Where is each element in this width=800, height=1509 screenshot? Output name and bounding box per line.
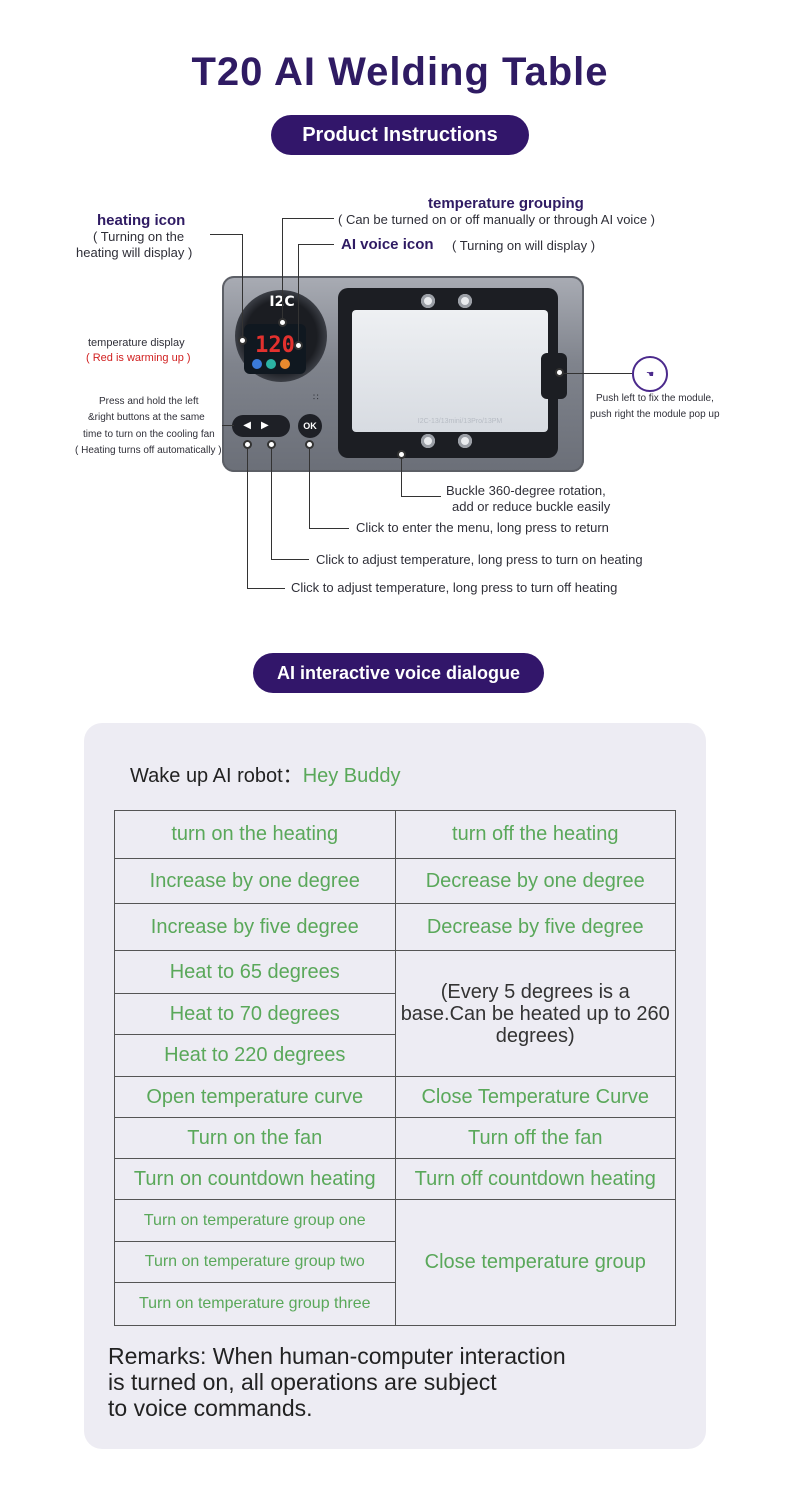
table-row: Heat to 65 degrees (Every 5 degrees is a… [114, 950, 676, 1077]
heating-icon-desc: ( Turning on the [93, 229, 185, 244]
command-cell: Turn on temperature group one [114, 1199, 396, 1242]
fan-instructions: Press and hold the left [99, 396, 199, 407]
buckle-instructions: Buckle 360-degree rotation, [446, 483, 606, 498]
fan-indicator-icon [266, 359, 276, 369]
temperature-readout: 120 [255, 333, 295, 358]
voice-command-table: turn on the heating turn off the heating… [114, 810, 676, 1326]
section-badge-instructions: Product Instructions [271, 115, 529, 155]
wake-keyword: Hey Buddy [302, 765, 401, 787]
push-finger-icon: ☚ [632, 356, 668, 392]
remarks-text: Remarks: When human-computer interaction… [108, 1343, 566, 1421]
temperature-grouping-title: temperature grouping [428, 195, 584, 212]
command-cell: Turn off the fan [394, 1117, 676, 1159]
table-row: Turn on temperature group one Close temp… [114, 1199, 676, 1326]
command-cell: Increase by five degree [114, 903, 396, 951]
table-row: Turn on temperature group two [114, 1241, 676, 1283]
table-row: Turn on the fan Turn off the fan [114, 1117, 676, 1159]
table-row: Increase by one degree Decrease by one d… [114, 858, 676, 904]
command-cell: Open temperature curve [114, 1076, 396, 1118]
temperature-grouping-desc: ( Can be turned on or off manually or th… [338, 212, 655, 227]
command-cell: Increase by one degree [114, 858, 396, 904]
command-cell: Decrease by five degree [394, 903, 676, 951]
fan-instructions: ( Heating turns off automatically ) [75, 445, 222, 456]
command-cell: Turn off countdown heating [394, 1158, 676, 1200]
push-instructions: push right the module pop up [590, 409, 720, 420]
module-plate [352, 310, 548, 432]
voice-icon-desc: ( Turning on will display ) [452, 238, 596, 253]
table-row: Increase by five degree Decrease by five… [114, 903, 676, 951]
buckle-icon[interactable] [421, 434, 435, 448]
module-slider[interactable] [541, 353, 567, 399]
table-row: turn on the heating turn off the heating [114, 810, 676, 859]
command-cell: Decrease by one degree [394, 858, 676, 904]
left-button-instructions: Click to adjust temperature, long press … [291, 580, 618, 595]
ok-button[interactable]: OK [298, 414, 322, 438]
menu-instructions: Click to enter the menu, long press to r… [356, 520, 609, 535]
table-row: Turn on temperature group three [114, 1282, 676, 1326]
fan-instructions: &right buttons at the same [88, 412, 205, 423]
speaker-icon: ∷ [313, 392, 319, 402]
command-cell: Turn on the fan [114, 1117, 396, 1159]
table-row: Turn on countdown heating Turn off count… [114, 1158, 676, 1200]
voice-icon-title: AI voice icon [341, 236, 434, 253]
temperature-display-title: temperature display [88, 337, 185, 349]
wake-label: Wake up AI robot： [130, 765, 303, 787]
buckle-icon[interactable] [458, 434, 472, 448]
table-row: Heat to 70 degrees [114, 993, 676, 1035]
command-cell: Close Temperature Curve [394, 1076, 676, 1118]
command-cell: Heat to 70 degrees [114, 993, 396, 1035]
command-note: (Every 5 degrees is a base.Can be heated… [394, 950, 676, 1077]
push-instructions: Push left to fix the module, [596, 393, 714, 404]
command-cell: Turn on temperature group two [114, 1241, 396, 1283]
wake-phrase: Wake up AI robot：Hey Buddy [130, 759, 401, 788]
command-cell: Heat to 220 degrees [114, 1034, 396, 1077]
command-cell: Heat to 65 degrees [114, 950, 396, 994]
buckle-instructions: add or reduce buckle easily [452, 499, 611, 514]
section-badge-voice: AI interactive voice dialogue [253, 653, 544, 693]
left-right-buttons[interactable]: ◀▶ [232, 415, 290, 437]
command-cell: Close temperature group [394, 1199, 676, 1326]
right-button-instructions: Click to adjust temperature, long press … [316, 552, 643, 567]
heating-icon-title: heating icon [97, 212, 186, 229]
fan-instructions: time to turn on the cooling fan [83, 429, 215, 440]
buckle-icon[interactable] [421, 294, 435, 308]
voice-indicator-icon [252, 359, 262, 369]
brand-logo: I2C [252, 294, 312, 310]
table-row: Open temperature curve Close Temperature… [114, 1076, 676, 1118]
buckle-icon[interactable] [458, 294, 472, 308]
heating-icon-desc: heating will display ) [76, 245, 193, 260]
command-cell: turn off the heating [394, 810, 676, 859]
heat-indicator-icon [280, 359, 290, 369]
temperature-display-desc: ( Red is warming up ) [86, 352, 191, 364]
table-row: Heat to 220 degrees [114, 1034, 676, 1077]
command-cell: Turn on temperature group three [114, 1282, 396, 1326]
command-cell: Turn on countdown heating [114, 1158, 396, 1200]
command-cell: turn on the heating [114, 810, 396, 859]
page-title: T20 AI Welding Table [191, 50, 609, 94]
module-label: I2C-13/13mini/13Pro/13PM [417, 418, 503, 425]
